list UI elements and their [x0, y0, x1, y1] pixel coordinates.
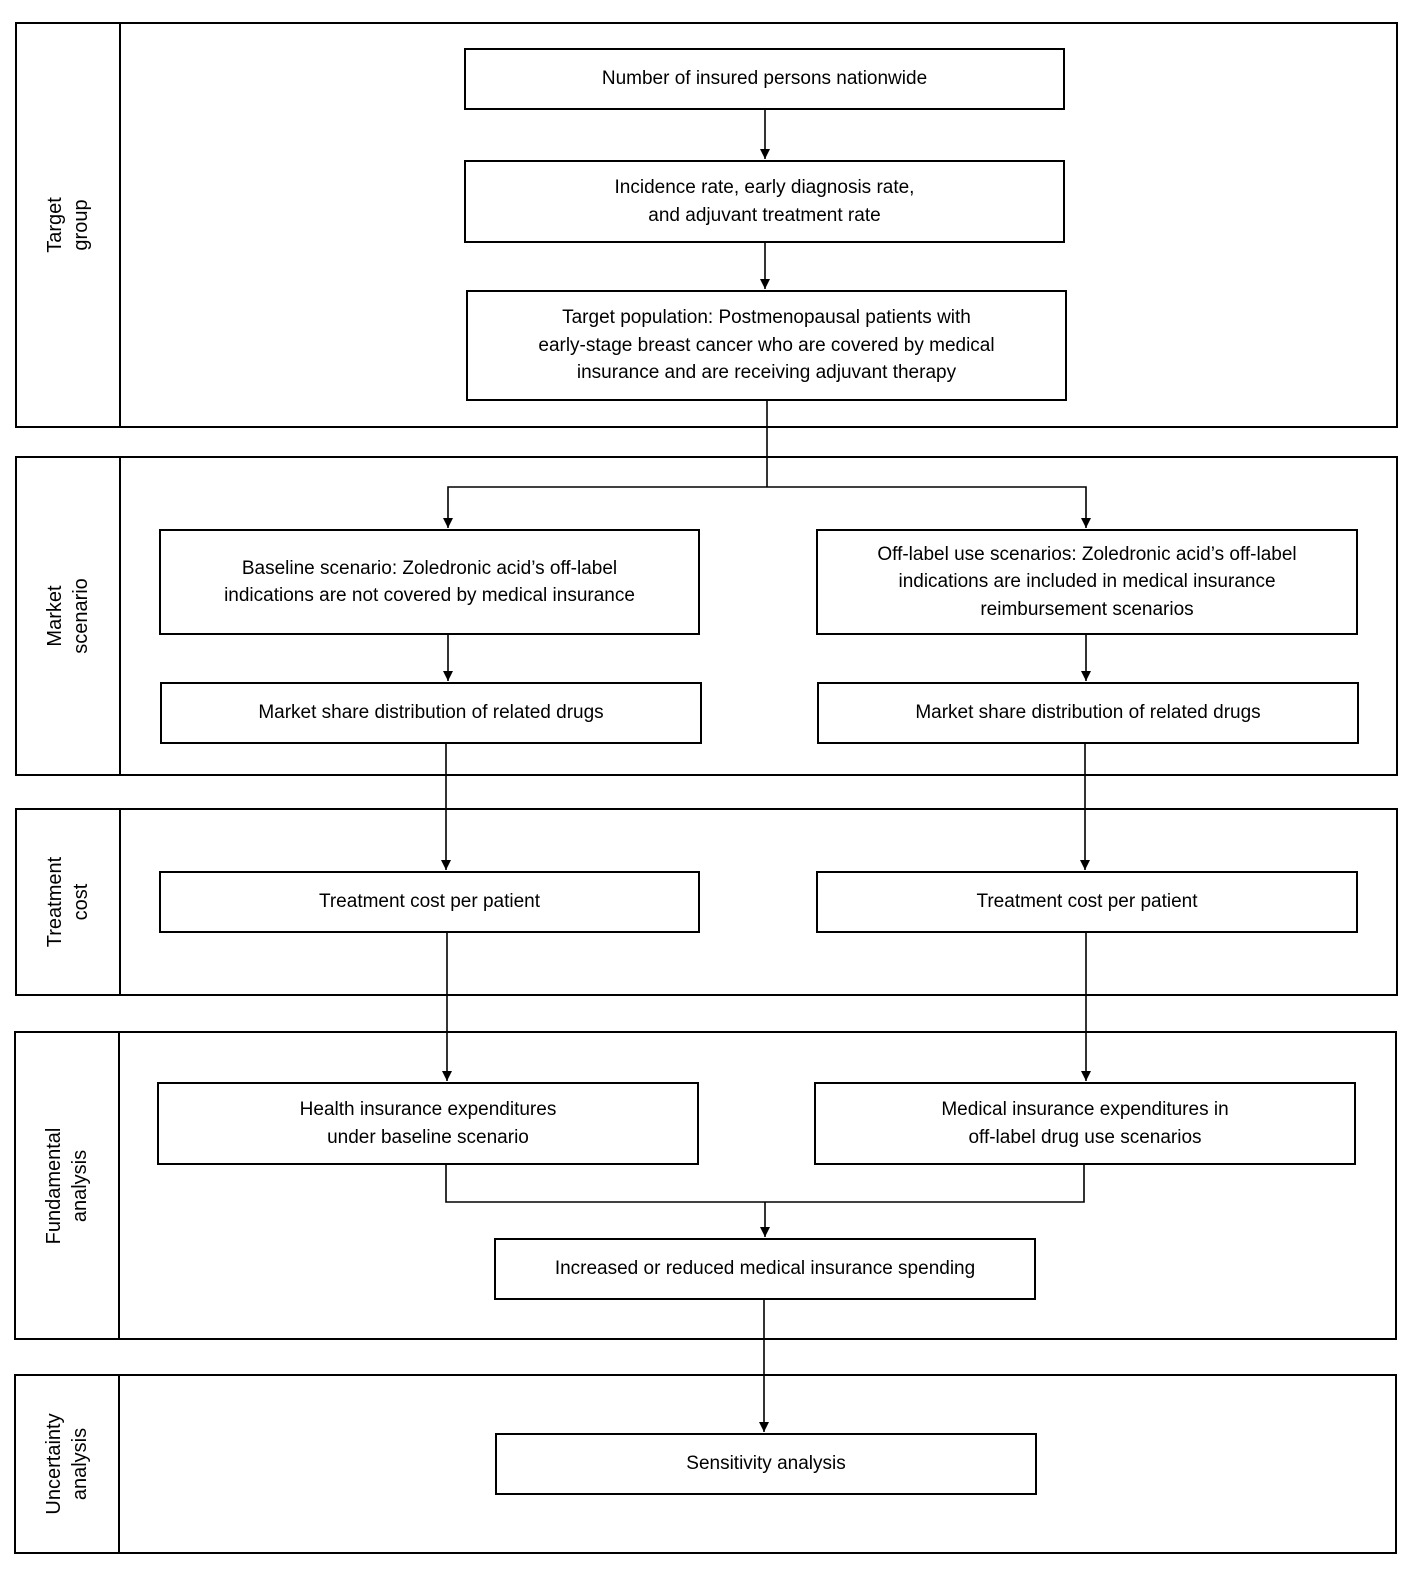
- section-label-cell: Market scenario: [17, 458, 121, 774]
- sensitivity-analysis-box: Sensitivity analysis: [495, 1433, 1037, 1495]
- section-label-cell: Fundamental analysis: [16, 1033, 120, 1338]
- section-label-line: Treatment: [44, 856, 66, 948]
- section-label-line: Market: [44, 585, 66, 647]
- section-label-line: analysis: [69, 1427, 91, 1501]
- box-text: Baseline scenario: Zoledronic acid’s off…: [224, 557, 635, 607]
- box-text: Market share distribution of related dru…: [258, 702, 604, 724]
- market-share-left-box: Market share distribution of related dru…: [160, 682, 702, 744]
- box-text: Off-label use scenarios: Zoledronic acid…: [877, 543, 1297, 620]
- baseline-scenario-box: Baseline scenario: Zoledronic acid’s off…: [159, 529, 700, 635]
- section-label: Fundamental analysis: [41, 1127, 93, 1244]
- insured-persons-box: Number of insured persons nationwide: [464, 48, 1065, 110]
- offlabel-scenario-box: Off-label use scenarios: Zoledronic acid…: [816, 529, 1358, 635]
- box-text: Incidence rate, early diagnosis rate, an…: [614, 177, 915, 226]
- section-label-cell: Uncertainty analysis: [16, 1376, 120, 1552]
- section-label-cell: Treatment cost: [17, 810, 121, 994]
- section-label: Treatment cost: [42, 857, 94, 947]
- section-label: Target group: [42, 197, 94, 253]
- box-text: Health insurance expenditures under base…: [299, 1099, 557, 1148]
- box-text: Market share distribution of related dru…: [915, 702, 1261, 724]
- box-text: Target population: Postmenopausal patien…: [538, 307, 995, 384]
- box-text: Increased or reduced medical insurance s…: [554, 1258, 976, 1280]
- section-label-cell: Target group: [17, 24, 121, 426]
- section-label-line: scenario: [70, 578, 92, 654]
- health-expenditures-baseline-box: Health insurance expenditures under base…: [157, 1082, 699, 1165]
- section-label-line: Fundamental: [43, 1127, 65, 1244]
- spending-change-box: Increased or reduced medical insurance s…: [494, 1238, 1036, 1300]
- medical-expenditures-offlabel-box: Medical insurance expenditures in off-la…: [814, 1082, 1356, 1165]
- box-text: Medical insurance expenditures in off-la…: [941, 1099, 1229, 1148]
- section-label-line: cost: [70, 883, 92, 921]
- section-label-line: Target: [44, 197, 66, 253]
- box-text: Treatment cost per patient: [318, 891, 541, 913]
- target-population-box: Target population: Postmenopausal patien…: [466, 290, 1067, 401]
- section-label-line: group: [70, 199, 92, 251]
- box-text: Sensitivity analysis: [686, 1453, 846, 1475]
- section-label-line: Uncertainty: [43, 1413, 65, 1515]
- section-label-line: analysis: [69, 1149, 91, 1222]
- box-text: Number of insured persons nationwide: [601, 68, 928, 90]
- box-text: Treatment cost per patient: [976, 891, 1198, 913]
- treatment-cost-left-box: Treatment cost per patient: [159, 871, 700, 933]
- treatment-cost-right-box: Treatment cost per patient: [816, 871, 1358, 933]
- rates-box: Incidence rate, early diagnosis rate, an…: [464, 160, 1065, 243]
- market-share-right-box: Market share distribution of related dru…: [817, 682, 1359, 744]
- section-label: Uncertainty analysis: [41, 1413, 93, 1514]
- section-label: Market scenario: [42, 578, 94, 654]
